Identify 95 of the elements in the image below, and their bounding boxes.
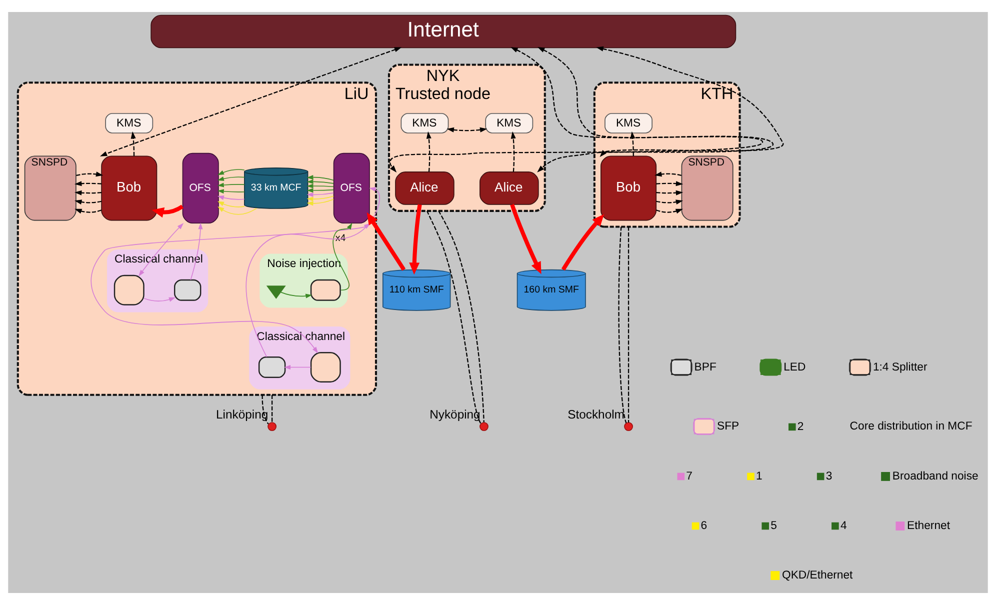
arrow: [561, 214, 604, 271]
arrow: [74, 190, 102, 196]
arrow: [76, 172, 104, 177]
arrow: [537, 47, 773, 172]
node-box: Internet: [150, 14, 736, 48]
arrow: [654, 172, 682, 177]
arrow: [306, 192, 334, 197]
connector: [618, 226, 627, 424]
arrow: [306, 179, 334, 184]
node-box: Alice: [480, 172, 539, 205]
legend-label: Ethernet: [907, 520, 950, 532]
node-box: [114, 274, 144, 306]
node-circle: [480, 422, 488, 431]
edge-label: x4: [335, 233, 346, 244]
arrow: [74, 200, 102, 204]
node-label: Stockholm: [568, 407, 624, 422]
arrow: [390, 47, 762, 172]
label: 2: [797, 420, 804, 433]
node-triangle: [266, 286, 286, 299]
arrow: [152, 204, 184, 218]
node-label: Nyköping: [430, 407, 480, 422]
node-box: [174, 279, 202, 301]
legend-label: LED: [784, 361, 806, 374]
connector: [262, 394, 269, 424]
label: 1: [756, 470, 762, 482]
arrow: [246, 187, 380, 358]
arrow: [190, 222, 203, 280]
arrow: [217, 176, 245, 181]
arrow: [217, 169, 245, 176]
node-box: Bob: [101, 156, 158, 221]
arrow: [366, 212, 406, 271]
node-box: Alice: [395, 172, 454, 205]
label: 4: [840, 520, 847, 532]
arrow: [306, 198, 334, 206]
arrow: [656, 208, 683, 214]
arrow: [510, 204, 542, 274]
node-box: KMS: [485, 113, 534, 134]
label: 7: [686, 470, 693, 482]
cluster: Classical channel: [107, 249, 208, 312]
node-box: SNSPD: [681, 156, 734, 221]
connector: [628, 226, 630, 422]
arrow: [280, 292, 312, 298]
node-circle: [624, 422, 633, 431]
legend-label: BPF: [694, 361, 716, 374]
arrow: [144, 297, 176, 302]
arrow: [74, 208, 102, 214]
label: 3: [826, 470, 832, 482]
node-box: KMS: [400, 113, 449, 134]
arrow: [138, 223, 184, 276]
arrow: [656, 190, 684, 196]
node-box: OFS: [182, 152, 219, 224]
arrow: [446, 127, 488, 132]
arrow: [656, 181, 684, 186]
arrow: [510, 131, 516, 172]
arrow: [332, 222, 352, 291]
arrow: [630, 131, 636, 156]
node-box: SNSPD: [24, 156, 76, 221]
connector: [426, 210, 482, 424]
cluster: Noise injection: [260, 254, 348, 308]
arrow: [284, 364, 312, 370]
node-box: KMS: [105, 113, 154, 134]
arrow: [217, 201, 245, 208]
connector: [271, 394, 273, 422]
arrow: [306, 175, 334, 181]
arrow: [217, 182, 245, 188]
legend-label: 1:4 Splitter: [872, 361, 928, 374]
arrow: [74, 181, 102, 186]
node-box: OFS: [333, 152, 370, 224]
arrow: [306, 196, 334, 202]
arrow: [596, 46, 784, 157]
arrow: [217, 189, 245, 194]
node-box: Bob: [600, 156, 657, 221]
arrow: [306, 188, 334, 193]
arrow: [656, 200, 684, 204]
label: 5: [770, 520, 777, 532]
arrow: [130, 131, 136, 156]
node-box: [310, 279, 341, 301]
arrow: [306, 184, 334, 188]
legend-label: QKD/Ethernet: [782, 570, 853, 582]
node-label: Linköping: [216, 407, 268, 422]
legend-label: SFP: [717, 420, 740, 433]
arrow: [217, 196, 245, 200]
label: Core distribution in MCF: [850, 420, 972, 433]
node-circle: [268, 422, 277, 431]
cluster: Classical channel: [249, 326, 350, 390]
connector: [438, 210, 484, 422]
node-box: [258, 356, 286, 378]
node-box: [310, 352, 341, 382]
arrow: [426, 131, 432, 172]
label: 6: [700, 520, 708, 532]
node-box: KMS: [604, 113, 652, 134]
arrow: [100, 47, 402, 156]
arrow: [409, 204, 422, 275]
arrow: [218, 206, 257, 215]
legend-label: Broadband noise: [892, 470, 978, 482]
